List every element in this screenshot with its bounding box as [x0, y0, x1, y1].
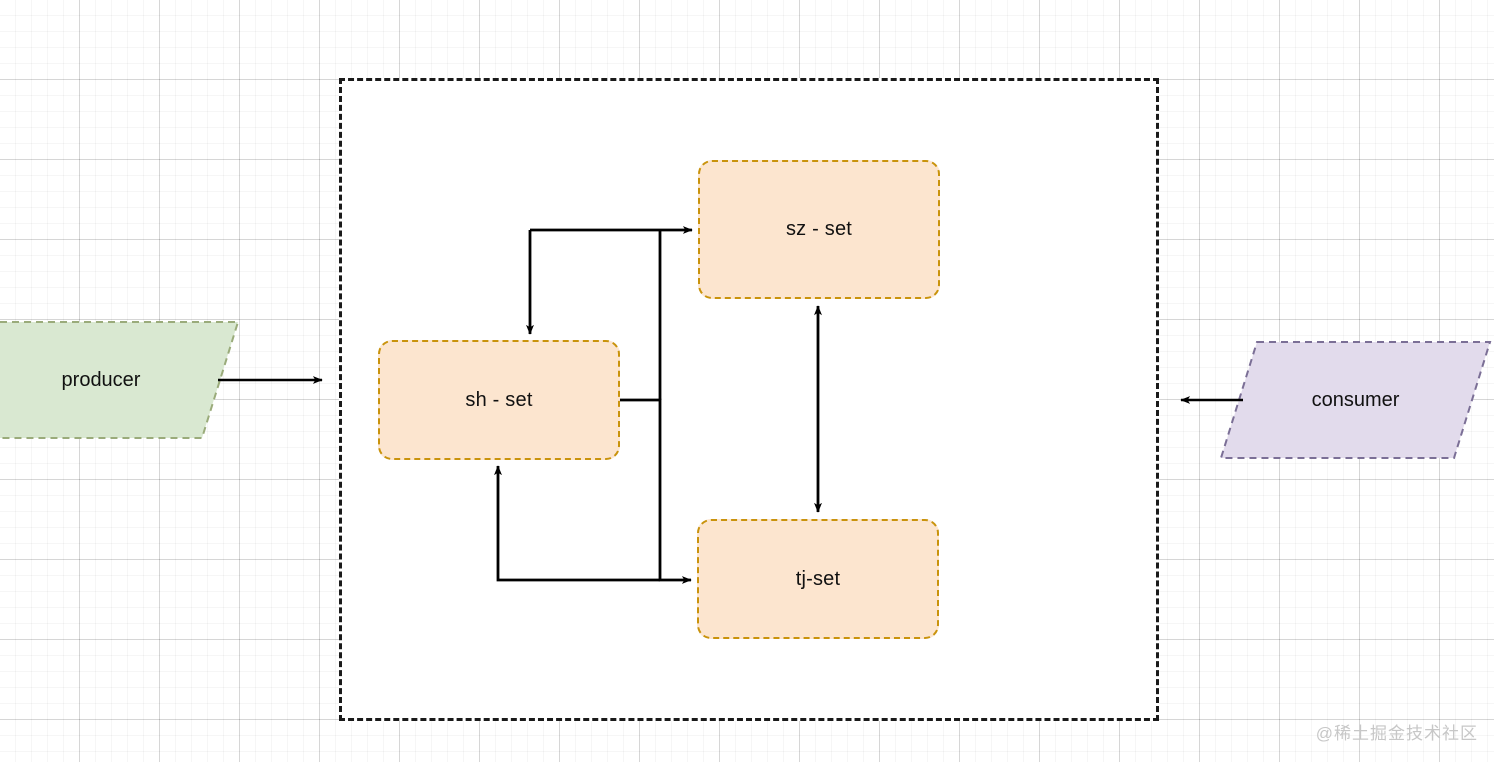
actor-consumer[interactable]: consumer: [1217, 338, 1494, 462]
node-tj-set-label: tj-set: [795, 567, 841, 590]
watermark: @稀土掘金技术社区: [1315, 724, 1478, 743]
parallelogram-shape-consumer: [1219, 341, 1492, 459]
actor-producer[interactable]: producer: [0, 318, 242, 442]
node-sh-set-label: sh - set: [465, 388, 533, 411]
actor-consumer-label: consumer: [1311, 388, 1400, 411]
node-sz-set[interactable]: sz - set: [698, 160, 940, 299]
node-sz-set-label: sz - set: [785, 218, 853, 240]
parallelogram-shape-producer: [0, 321, 240, 439]
node-sh-set[interactable]: sh - set: [378, 340, 620, 460]
node-tj-set[interactable]: tj-set: [697, 519, 939, 639]
actor-producer-label: producer: [61, 368, 141, 391]
